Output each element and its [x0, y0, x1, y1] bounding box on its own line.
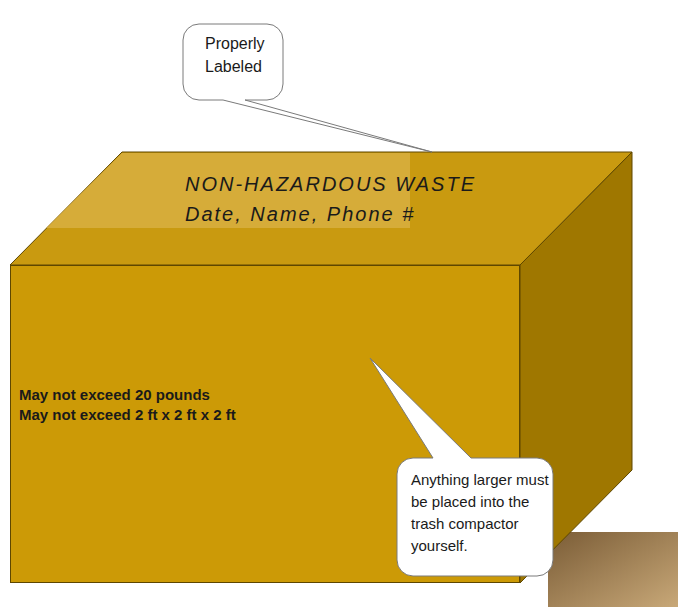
- callout-bubble: Anything larger must be placed into the …: [397, 458, 553, 576]
- floor-patch: [548, 532, 678, 607]
- callout-bubble: Properly Labeled: [183, 24, 283, 100]
- bubble-shape: [183, 24, 432, 152]
- callout-text: Anything larger must be placed into the …: [411, 469, 553, 557]
- callout-text: Properly Labeled: [205, 32, 277, 78]
- bubble-shape: [370, 358, 553, 576]
- label-text: Date, Name, Phone #: [185, 202, 415, 226]
- top-face-shape: [10, 152, 632, 265]
- box-top-face: NON-HAZARDOUS WASTE Date, Name, Phone #: [10, 152, 632, 265]
- limit-text: May not exceed 20 pounds: [19, 385, 210, 405]
- label-text: NON-HAZARDOUS WASTE: [185, 172, 476, 196]
- limit-text: May not exceed 2 ft x 2 ft x 2 ft: [19, 405, 236, 425]
